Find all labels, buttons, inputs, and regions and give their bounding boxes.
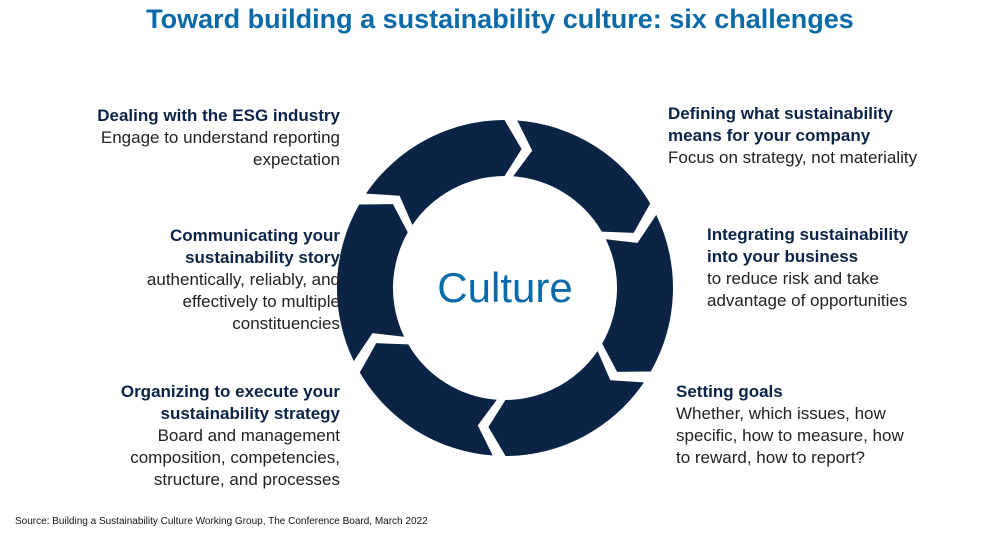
challenge-integrating-sustainability: Integrating sustainability into your bus… — [707, 224, 908, 312]
challenge-body: advantage of opportunities — [707, 291, 908, 310]
challenge-body: to reward, how to report? — [676, 448, 865, 467]
challenge-heading: sustainability story — [185, 248, 340, 267]
cycle-arrow-segment — [602, 214, 673, 372]
challenge-body: structure, and processes — [153, 470, 340, 489]
challenge-communicating-story: Communicating your sustainability story … — [147, 225, 340, 335]
center-label: Culture — [437, 264, 573, 311]
challenge-body: Whether, which issues, how — [676, 404, 886, 423]
challenge-body: effectively to multiple — [182, 292, 340, 311]
challenge-defining-sustainability: Defining what sustainability means for y… — [668, 103, 917, 169]
challenge-esg-industry: Dealing with the ESG industry Engage to … — [97, 105, 340, 171]
cycle-arrow-segment — [337, 204, 408, 362]
challenge-heading: means for your company — [668, 126, 871, 145]
cycle-arrow-segment — [488, 350, 644, 456]
challenge-body: Focus on strategy, not materiality — [668, 148, 918, 167]
challenge-body: constituencies — [232, 314, 340, 333]
cycle-arrow-segment — [366, 120, 522, 226]
challenge-setting-goals: Setting goals Whether, which issues, how… — [676, 381, 904, 469]
challenge-body: composition, competencies, — [130, 448, 340, 467]
challenge-heading: Dealing with the ESG industry — [97, 106, 340, 125]
challenge-heading: Integrating sustainability — [707, 225, 909, 244]
challenge-body: expectation — [253, 150, 340, 169]
challenge-heading: Organizing to execute your — [120, 382, 340, 401]
challenge-heading: Defining what sustainability — [668, 104, 893, 123]
page-title: Toward building a sustainability culture… — [146, 4, 854, 34]
cycle-arrow-segment — [359, 343, 497, 456]
challenge-heading: Communicating your — [169, 226, 340, 245]
challenge-body: specific, how to measure, how — [676, 426, 904, 445]
challenge-heading: into your business — [707, 247, 859, 266]
source-note: Source: Building a Sustainability Cultur… — [15, 516, 428, 527]
cycle-arrow-segment — [513, 120, 651, 233]
challenge-body: authentically, reliably, and — [146, 270, 340, 289]
challenge-body: Board and management — [157, 426, 340, 445]
challenge-organizing-execution: Organizing to execute your sustainabilit… — [121, 381, 340, 491]
challenge-body: Engage to understand reporting — [100, 128, 340, 147]
challenge-heading: Setting goals — [676, 382, 783, 401]
challenge-heading: sustainability strategy — [160, 404, 340, 423]
challenge-body: to reduce risk and take — [707, 269, 879, 288]
